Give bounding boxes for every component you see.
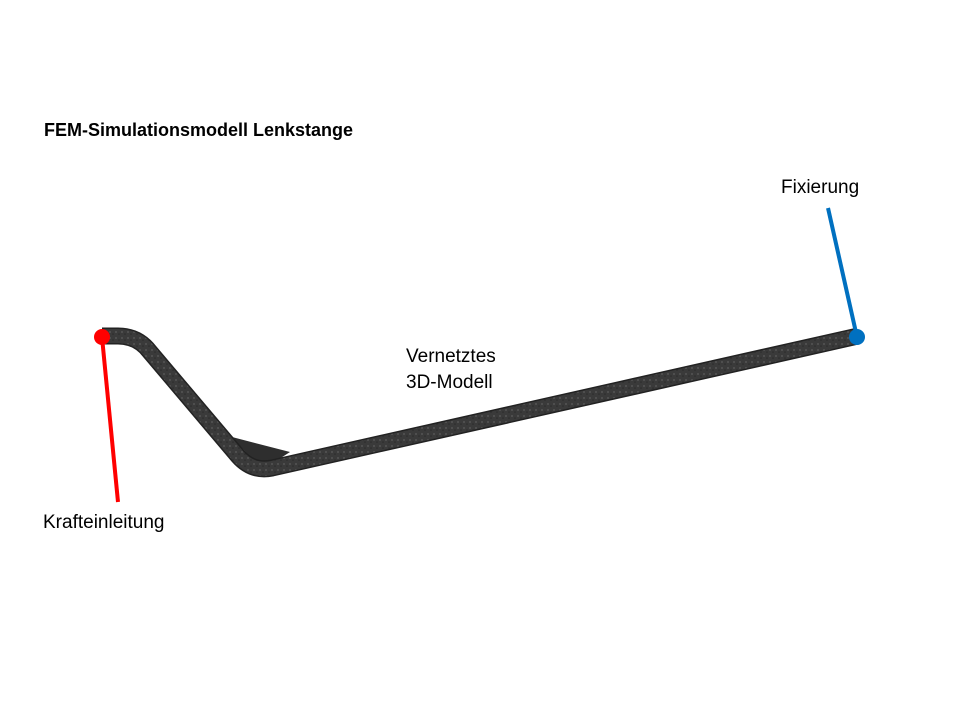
model-label-line1: Vernetztes [406,346,496,367]
fixation-pointer-line [826,207,859,338]
force-pointer-line [100,336,120,503]
force-label: Krafteinleitung [43,512,165,533]
fixation-point-marker [849,329,865,345]
gusset-plate [232,437,290,470]
model-label: Vernetztes 3D-Modell [406,344,496,396]
diagram-title: FEM-Simulationsmodell Lenkstange [44,120,354,140]
fixation-label: Fixierung [781,177,860,198]
model-label-line2: 3D-Modell [406,372,493,393]
force-point-marker [94,329,110,345]
meshed-rod [102,327,860,478]
